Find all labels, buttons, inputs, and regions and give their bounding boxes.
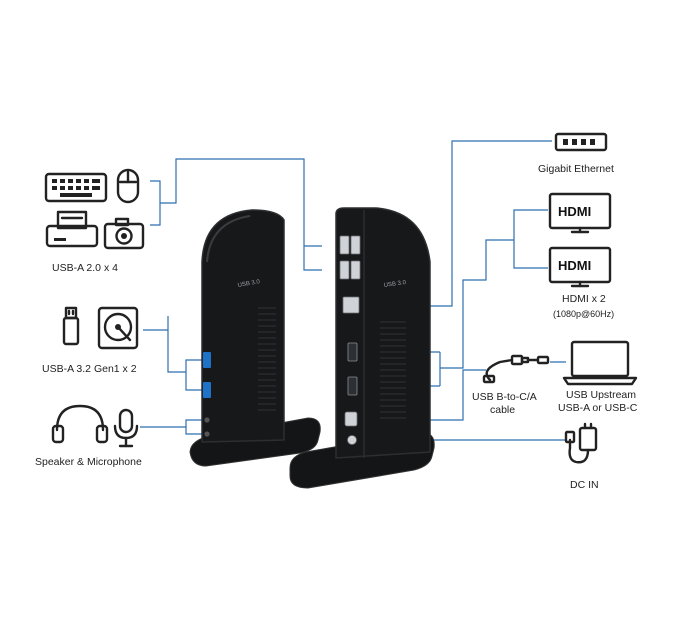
back-hdmi-port-1: [347, 342, 358, 362]
dock-back-badge: USB 3.0: [383, 280, 407, 289]
link-hdmi: [362, 209, 548, 387]
label-hdmi-res: (1080p@60Hz): [553, 309, 614, 319]
back-usb-port-4: [350, 260, 361, 280]
back-usb-port-3: [339, 260, 350, 280]
hard-drive-icon: [97, 306, 139, 350]
back-hdmi-port-2: [347, 376, 358, 396]
label-usb-cable-1: USB B-to-C/A: [472, 391, 537, 403]
usb-cable-icon: [482, 354, 550, 384]
link-usb-a-32: [143, 316, 206, 391]
dock-front-body: [201, 209, 285, 443]
back-usb-port-2: [350, 235, 361, 255]
dock-back-vent: [380, 321, 406, 419]
label-speaker-mic: Speaker & Microphone: [35, 456, 142, 468]
ethernet-port-icon: [554, 132, 608, 152]
front-mic-jack: [204, 431, 210, 437]
front-headphone-jack: [204, 417, 210, 423]
label-usb-a-2: USB-A 2.0 x 4: [52, 262, 118, 274]
microphone-icon: [113, 408, 139, 448]
link-usb-a-2: [150, 158, 322, 271]
headphones-icon: [51, 404, 109, 444]
label-usb-upstream-2: USB-A or USB-C: [558, 402, 638, 414]
laptop-icon: [562, 340, 638, 386]
camera-icon: [103, 217, 145, 250]
hdmi-screen-label-2: HDMI: [558, 258, 591, 273]
dock-front-vent: [258, 307, 276, 411]
power-adapter-icon: [564, 422, 598, 464]
label-dc-in: DC IN: [570, 479, 599, 491]
label-usb-a-32: USB-A 3.2 Gen1 x 2: [42, 363, 137, 375]
monitor-icon: [548, 192, 612, 234]
link-audio: [140, 419, 206, 435]
label-hdmi-x2: HDMI x 2: [562, 293, 606, 305]
label-gigabit-ethernet: Gigabit Ethernet: [538, 163, 614, 175]
dock-front-badge: USB 3.0: [237, 279, 261, 289]
monitor-icon: [548, 246, 612, 288]
back-ethernet-port: [342, 296, 360, 314]
dock-front-highlight: [206, 215, 251, 263]
label-usb-cable-2: cable: [490, 404, 515, 416]
front-usb-port-1: [203, 352, 211, 368]
back-usb-b-port: [344, 411, 358, 427]
back-usb-port-1: [339, 235, 350, 255]
mouse-icon: [116, 168, 140, 204]
printer-icon: [45, 210, 99, 248]
dock-back-view: USB 3.0: [289, 207, 435, 489]
hdmi-screen-label-1: HDMI: [558, 204, 591, 219]
label-usb-upstream-1: USB Upstream: [566, 389, 636, 401]
front-usb-port-2: [203, 382, 211, 398]
dock-front-view: USB 3.0: [189, 209, 321, 467]
back-dc-in-port: [347, 435, 357, 445]
back-usb-a-2-ports: [339, 235, 361, 280]
usb-flash-drive-icon: [62, 306, 80, 346]
keyboard-icon: [44, 172, 108, 203]
